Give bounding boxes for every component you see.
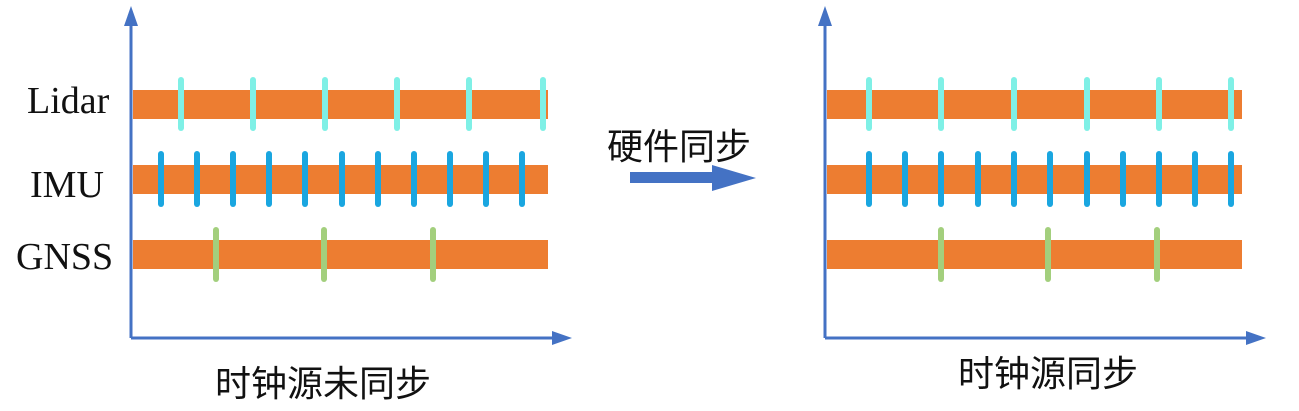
right-caption: 时钟源同步: [958, 354, 1139, 395]
left-imu-tick-9: [447, 151, 453, 207]
left-imu-tick-2: [194, 151, 200, 207]
left-lidar-tick-1: [178, 77, 184, 131]
right-lidar-tick-2: [938, 77, 944, 131]
sync-arrow-label: 硬件同步: [607, 127, 752, 168]
left-gnss-tick-1: [213, 227, 219, 282]
sync-arrow-head: [712, 165, 756, 191]
left-lidar-tick-6: [540, 77, 546, 131]
sync-arrow-shaft: [630, 172, 715, 183]
left-imu-tick-8: [411, 151, 417, 207]
left-imu-tick-4: [266, 151, 272, 207]
right-lidar-tick-1: [866, 77, 872, 131]
left-x-arrowhead: [552, 331, 572, 345]
right-imu-tick-2: [902, 151, 908, 207]
right-band-gnss: [827, 240, 1242, 269]
right-band-lidar: [827, 90, 1242, 119]
left-caption: 时钟源未同步: [215, 364, 432, 405]
right-bands: [827, 90, 1242, 269]
right-imu-tick-8: [1120, 151, 1126, 207]
right-imu-tick-3: [938, 151, 944, 207]
left-gnss-tick-2: [321, 227, 327, 282]
right-gnss-tick-3: [1154, 227, 1160, 282]
left-imu-tick-10: [483, 151, 489, 207]
right-imu-tick-11: [1228, 151, 1234, 207]
right-imu-tick-9: [1156, 151, 1162, 207]
right-imu-tick-1: [866, 151, 872, 207]
left-imu-tick-11: [519, 151, 525, 207]
left-gnss-tick-3: [430, 227, 436, 282]
right-gnss-tick-1: [938, 227, 944, 282]
right-ticks: [866, 77, 1234, 282]
left-y-arrowhead: [124, 6, 138, 26]
left-lidar-tick-2: [250, 77, 256, 131]
right-x-arrowhead: [1246, 331, 1266, 345]
right-lidar-tick-3: [1011, 77, 1017, 131]
right-imu-tick-6: [1047, 151, 1053, 207]
right-imu-tick-7: [1084, 151, 1090, 207]
row-label-imu: IMU: [30, 164, 104, 206]
left-imu-tick-1: [158, 151, 164, 207]
left-imu-tick-5: [302, 151, 308, 207]
left-imu-tick-3: [230, 151, 236, 207]
right-imu-tick-5: [1011, 151, 1017, 207]
right-lidar-tick-5: [1156, 77, 1162, 131]
sync-arrow: [630, 165, 756, 191]
right-band-imu: [827, 165, 1242, 194]
row-label-lidar: Lidar: [27, 80, 110, 122]
right-y-arrowhead: [818, 6, 832, 26]
right-imu-tick-10: [1192, 151, 1198, 207]
left-imu-tick-7: [375, 151, 381, 207]
right-gnss-tick-2: [1045, 227, 1051, 282]
left-lidar-tick-3: [322, 77, 328, 131]
left-axes: [124, 6, 572, 345]
left-band-lidar: [133, 90, 548, 119]
left-band-gnss: [133, 240, 548, 269]
row-label-gnss: GNSS: [16, 236, 114, 278]
left-lidar-tick-4: [394, 77, 400, 131]
left-imu-tick-6: [339, 151, 345, 207]
left-lidar-tick-5: [466, 77, 472, 131]
right-lidar-tick-6: [1228, 77, 1234, 131]
left-ticks: [158, 77, 546, 282]
right-axes: [818, 6, 1266, 345]
right-imu-tick-4: [975, 151, 981, 207]
right-lidar-tick-4: [1084, 77, 1090, 131]
